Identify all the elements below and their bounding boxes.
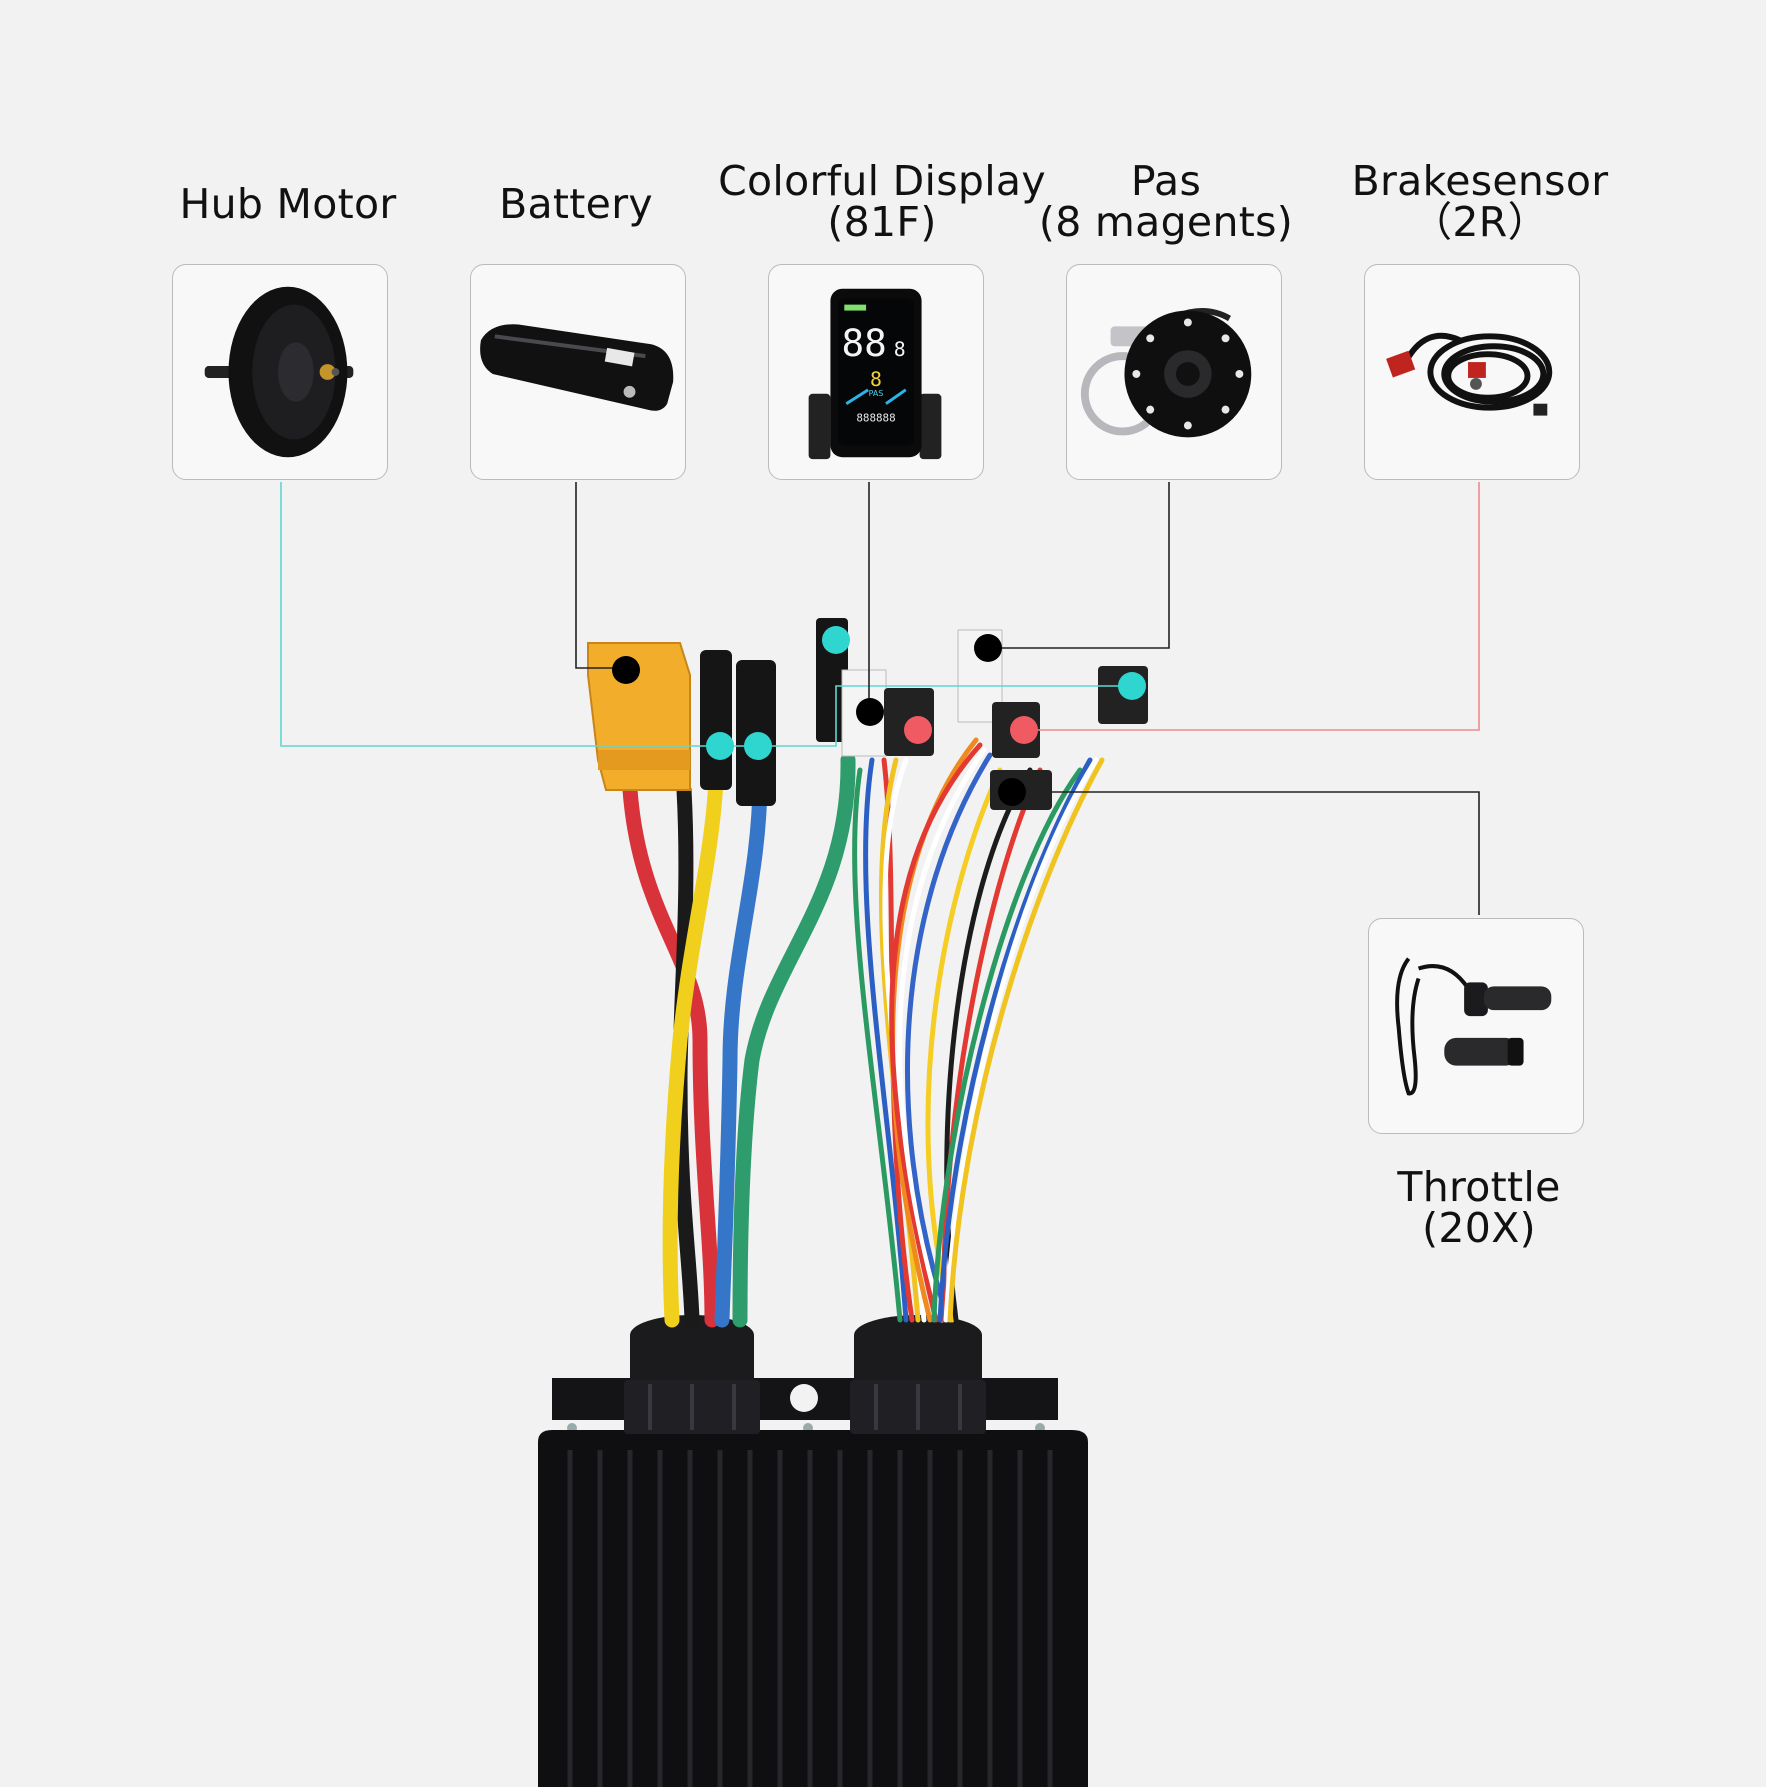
card-brakesensor — [1364, 264, 1580, 480]
card-throttle — [1368, 918, 1584, 1134]
lead-lines — [280, 482, 1480, 915]
marker-display — [822, 626, 850, 654]
card-hub-motor — [172, 264, 388, 480]
connector-markers — [612, 626, 1146, 806]
marker-motor-hall — [1118, 672, 1146, 700]
display-icon: 88 8 8 PAS 888888 — [808, 288, 942, 460]
cable-gland-right — [850, 1315, 986, 1434]
display-odometer: 888888 — [856, 412, 895, 425]
card-battery — [470, 264, 686, 480]
marker-display-signal — [856, 698, 884, 726]
marker-brake-1 — [904, 716, 932, 744]
label-brakesensor: Brakesensor （2R） — [1351, 157, 1609, 246]
display-pas-text: PAS — [869, 389, 884, 398]
marker-battery — [612, 656, 640, 684]
display-speed-small: 8 — [894, 338, 906, 361]
card-pas — [1066, 264, 1282, 480]
card-display: 88 8 8 PAS 888888 — [768, 264, 984, 480]
marker-motor-1 — [706, 732, 734, 760]
label-display: Colorful Display (81F) — [718, 157, 1046, 246]
cable-gland-left — [624, 1315, 760, 1434]
marker-brake-2 — [1010, 716, 1038, 744]
controller-box — [538, 1315, 1088, 1787]
marker-motor-2 — [744, 732, 772, 760]
label-battery: Battery — [499, 180, 653, 228]
power-wires — [622, 752, 856, 1328]
display-speed: 88 — [841, 321, 886, 365]
display-pas-level: 8 — [870, 368, 882, 391]
label-pas: Pas (8 magents) — [1038, 157, 1294, 246]
battery-icon — [480, 324, 674, 411]
label-throttle: Throttle (20X) — [1397, 1163, 1561, 1252]
throttle-icon — [1395, 957, 1552, 1096]
marker-pas — [974, 634, 1002, 662]
marker-throttle — [998, 778, 1026, 806]
signal-wires — [852, 737, 1105, 1323]
pas-sensor-icon — [1080, 308, 1252, 438]
battery-connector — [587, 642, 691, 791]
label-hub-motor: Hub Motor — [179, 180, 397, 228]
brake-sensor-icon — [1386, 332, 1553, 416]
hub-motor-icon — [204, 286, 354, 458]
